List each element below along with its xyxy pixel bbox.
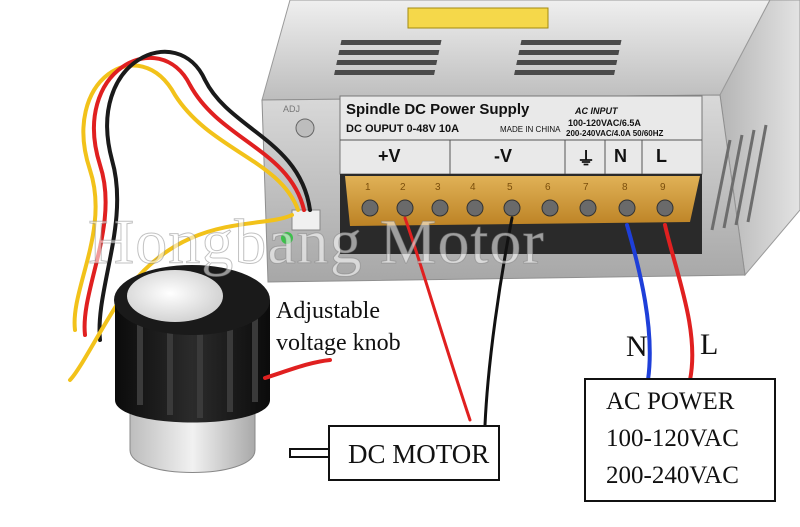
ac-input-label: AC INPUT — [575, 106, 618, 116]
ac-power-range-1: 100-120VAC — [606, 425, 739, 452]
terminal-number: 2 — [400, 182, 406, 193]
knob-annotation-line-2: voltage knob — [276, 330, 401, 356]
wire-label-n: N — [626, 330, 648, 363]
knob-annotation-line-1: Adjustable — [276, 298, 380, 324]
terminal-number: 9 — [660, 182, 666, 193]
terminal-number: 7 — [583, 182, 589, 193]
motor-shaft — [289, 448, 331, 458]
watermark: Hongbang Motor — [88, 206, 545, 278]
voltage-knob — [114, 265, 270, 473]
made-in-label: MADE IN CHINA — [500, 125, 561, 134]
terminal-number: 5 — [507, 182, 513, 193]
terminal-number: 1 — [365, 182, 371, 193]
terminal-number: 4 — [470, 182, 476, 193]
adj-trimmer — [295, 118, 315, 138]
ac-wires — [625, 223, 695, 382]
dc-motor-label: DC MOTOR — [348, 439, 490, 469]
ac-power-box: AC POWER 100-120VAC 200-240VAC — [584, 378, 776, 502]
terminal-label-minus: -V — [494, 146, 512, 166]
terminal-number: 8 — [622, 182, 628, 193]
psu-output-rating: DC OUPUT 0-48V 10A — [346, 123, 460, 135]
warning-sticker — [407, 7, 549, 29]
terminal-number: 6 — [545, 182, 551, 193]
terminal-label-plus: +V — [378, 146, 401, 166]
psu-title: Spindle DC Power Supply — [346, 101, 530, 118]
ac-power-range-2: 200-240VAC — [606, 462, 739, 489]
terminal-label-n: N — [614, 146, 627, 166]
output-wires — [263, 216, 514, 427]
knob-wires — [68, 49, 312, 382]
terminal-number: 3 — [435, 182, 441, 193]
terminal-screws — [361, 199, 674, 217]
ac-input-range-2: 200-240VAC/4.0A 50/60HZ — [566, 129, 664, 138]
status-led — [281, 232, 293, 244]
terminal-label-l: L — [656, 146, 667, 166]
side-vents — [710, 124, 768, 231]
wire-label-l: L — [700, 328, 719, 361]
power-supply-housing — [261, 0, 800, 283]
vent-slots — [334, 40, 622, 75]
dc-motor-box: DC MOTOR — [328, 425, 500, 481]
ac-input-range-1: 100-120VAC/6.5A — [568, 118, 641, 128]
ground-icon: ⏚ — [577, 149, 595, 170]
ac-power-label: AC POWER — [606, 388, 735, 415]
adj-label: ADJ — [283, 104, 301, 114]
